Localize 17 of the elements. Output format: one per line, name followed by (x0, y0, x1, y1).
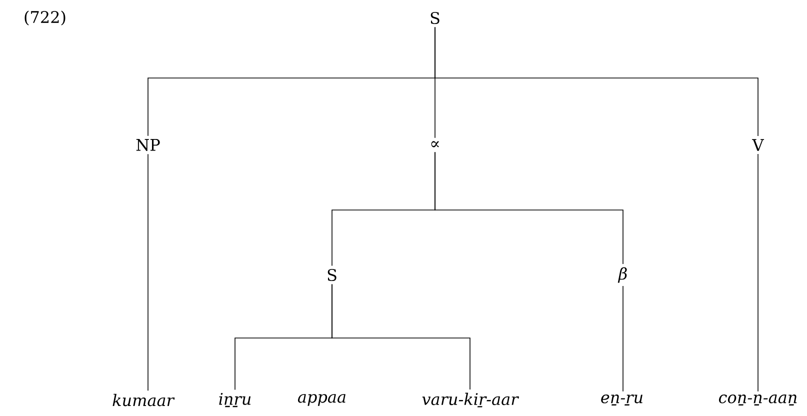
tree-branch (622, 286, 624, 392)
word-label: varu-kiṟ-aar (422, 392, 520, 408)
category-label: ∝ (431, 141, 439, 148)
word-label: eṉ-ṟu (601, 394, 642, 406)
word-label: coṉ-ṉ-aaṉ (718, 394, 797, 406)
word-label: kumaar (112, 394, 175, 406)
word-label: appaa (298, 394, 346, 406)
category-label: S (328, 268, 336, 282)
category-label: NP (136, 139, 160, 151)
category-label: β (618, 267, 627, 283)
category-label: V (752, 139, 764, 151)
tree-branch (332, 284, 470, 390)
tree-branch (434, 152, 624, 264)
example-number: (722) (24, 10, 66, 26)
word-label: iṉṟu (219, 392, 251, 408)
category-label: S (430, 12, 440, 24)
tree-branch (434, 26, 758, 136)
